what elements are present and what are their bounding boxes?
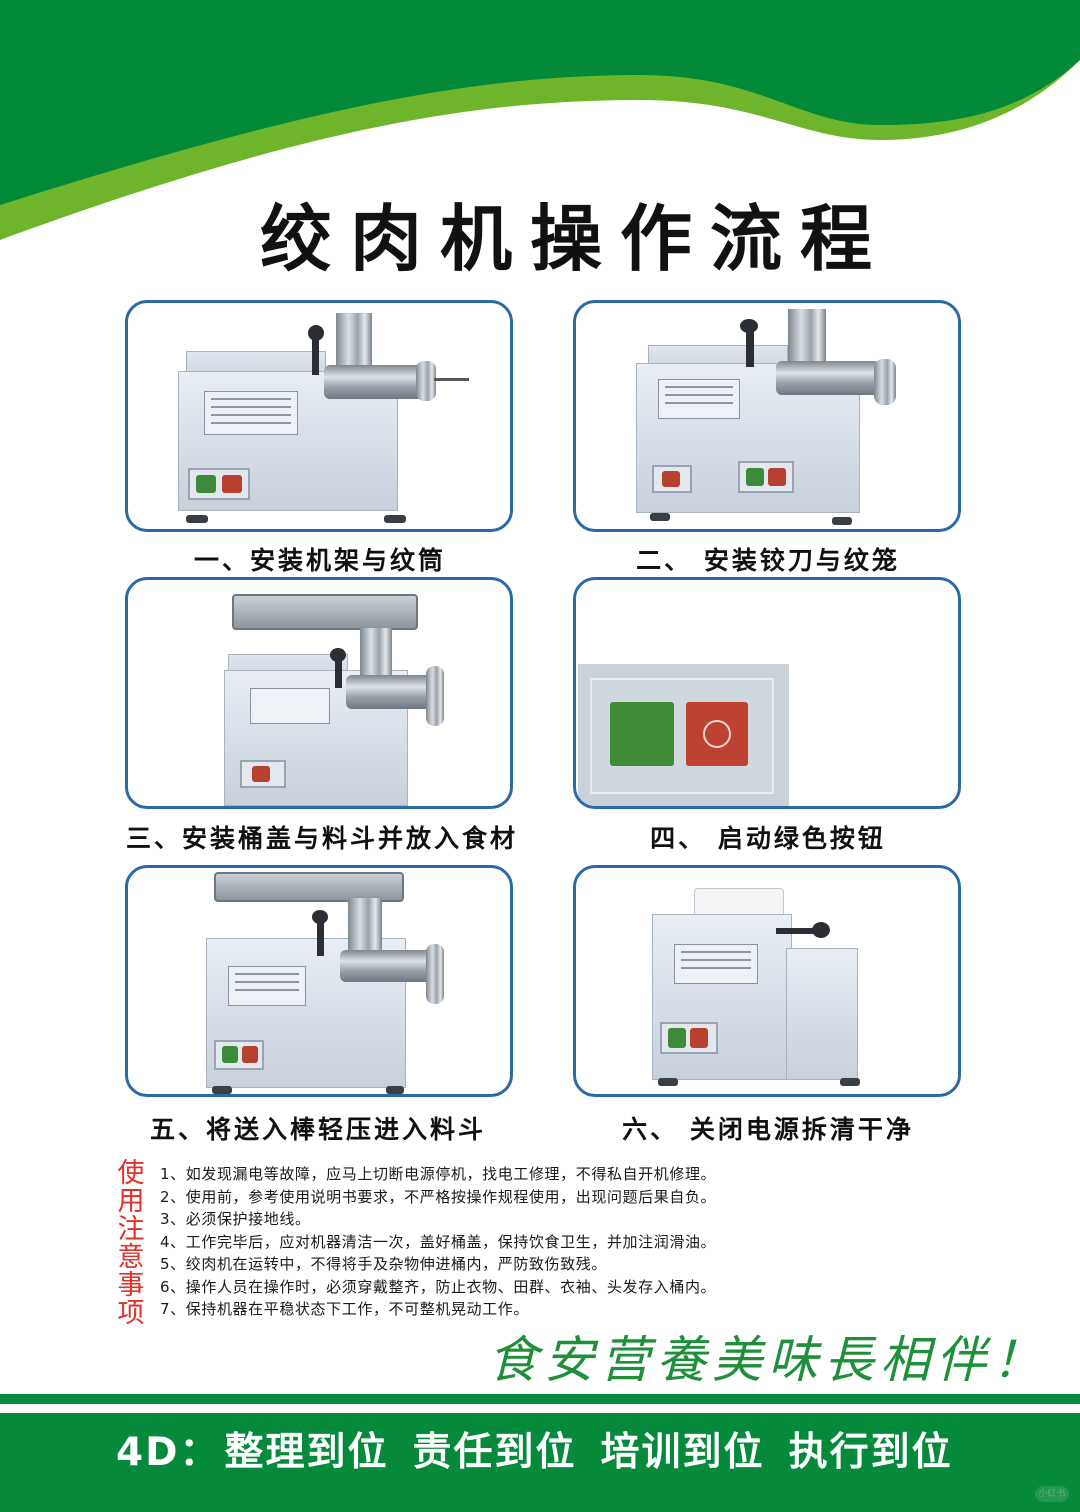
page-title: 绞肉机操作流程 <box>259 197 890 281</box>
step-card-1 <box>125 300 513 532</box>
note-item: 2、使用前，参考使用说明书要求，不严格按操作规程使用，出现问题后果自负。 <box>160 1187 717 1206</box>
meat-grinder-image <box>128 303 510 529</box>
footer-prefix: 4D： <box>116 1430 221 1475</box>
footer-band <box>0 1413 1080 1512</box>
notes-list: 1、如发现漏电等故障，应马上切断电源停机，找电工修理，不得私自开机修理。 2、使… <box>160 1163 716 1321</box>
footer-item: 责任到位 <box>412 1430 577 1475</box>
footer-4d-motto: 4D：整理到位责任到位培训到位执行到位 <box>116 1421 977 1477</box>
note-item: 4、工作完毕后，应对机器清洁一次，盖好桶盖，保持饮食卫生，并加注润滑油。 <box>160 1232 717 1251</box>
note-item: 6、操作人员在操作时，必须穿戴整齐，防止衣物、田群、衣袖、头发存入桶内。 <box>160 1277 717 1296</box>
note-item: 1、如发现漏电等故障，应马上切断电源停机，找电工修理，不得私自开机修理。 <box>160 1165 717 1183</box>
header-wave-banner <box>0 0 1080 240</box>
green-start-button <box>610 702 674 766</box>
step-card-6 <box>573 865 961 1097</box>
step-card-5 <box>125 865 513 1097</box>
step-caption-2: 二、 安装铰刀与纹笼 <box>636 546 900 575</box>
step-caption-4: 四、 启动绿色按钮 <box>650 824 886 853</box>
slogan: 食安营養美味長相伴！ <box>488 1331 1048 1389</box>
note-item: 3、必须保护接地线。 <box>160 1210 311 1228</box>
step-card-4 <box>573 577 961 809</box>
step-caption-6: 六、 关闭电源拆清干净 <box>622 1115 914 1144</box>
watermark-badge: 小红书 <box>1035 1486 1069 1502</box>
step-card-3 <box>125 577 513 809</box>
meat-grinder-image <box>128 868 510 1094</box>
step-caption-3: 三、安装桶盖与料斗并放入食材 <box>125 824 518 853</box>
footer-item: 培训到位 <box>600 1430 765 1475</box>
note-item: 5、绞肉机在运转中，不得将手及杂物伸进桶内，严防致伤致残。 <box>160 1255 607 1273</box>
footer-divider <box>0 1394 1080 1404</box>
meat-grinder-image <box>576 868 958 1094</box>
note-item: 7、保持机器在平稳状态下工作，不可整机晃动工作。 <box>160 1300 529 1318</box>
notes-heading: 使 用 注 意 事 项 <box>117 1158 145 1329</box>
meat-grinder-image <box>576 303 958 529</box>
step-caption-5: 五、将送入棒轻压进入料斗 <box>149 1115 486 1144</box>
footer-item: 整理到位 <box>224 1430 389 1475</box>
red-stop-button <box>686 702 748 766</box>
meat-grinder-image <box>128 580 510 806</box>
step-caption-1: 一、安装机架与纹筒 <box>193 546 446 575</box>
switch-closeup-image <box>578 664 789 806</box>
footer-item: 执行到位 <box>788 1430 953 1475</box>
step-card-2 <box>573 300 961 532</box>
